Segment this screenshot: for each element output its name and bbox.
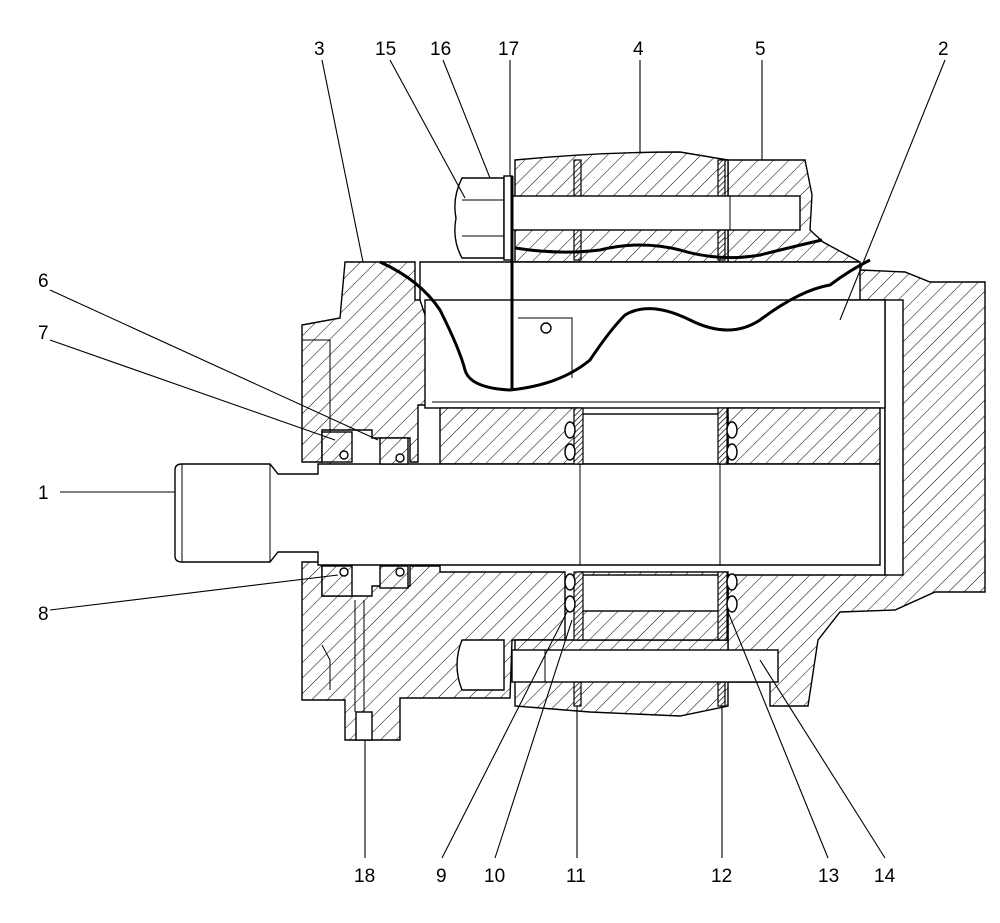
callout-5: 5 xyxy=(755,39,766,60)
bolt-nuts xyxy=(454,175,513,691)
callout-13: 13 xyxy=(818,866,839,887)
callout-8: 8 xyxy=(38,604,49,625)
o-rings xyxy=(564,421,738,613)
callout-10: 10 xyxy=(484,866,505,887)
callout-6: 6 xyxy=(38,271,49,292)
drain-plug xyxy=(355,711,373,741)
callout-labels: 1 2 3 4 5 6 7 8 15 16 17 18 9 10 11 12 1… xyxy=(38,39,949,887)
callout-7: 7 xyxy=(38,323,49,344)
callout-9: 9 xyxy=(436,866,447,887)
drive-shaft xyxy=(174,463,881,566)
front-cover xyxy=(301,261,566,741)
callout-12: 12 xyxy=(711,866,732,887)
callout-14: 14 xyxy=(874,866,896,887)
gear-bearing-blocks xyxy=(439,407,881,641)
callout-1: 1 xyxy=(38,483,49,504)
callout-17: 17 xyxy=(498,39,519,60)
callout-16: 16 xyxy=(430,39,451,60)
shaft-seals xyxy=(321,431,409,597)
section-break-line xyxy=(379,258,871,392)
callout-2: 2 xyxy=(938,39,949,60)
through-bolts xyxy=(511,195,801,683)
callout-15: 15 xyxy=(375,39,396,60)
callout-4: 4 xyxy=(633,39,644,60)
callout-3: 3 xyxy=(314,39,325,60)
rear-cover xyxy=(727,159,986,707)
leader-lines xyxy=(49,59,946,859)
callout-11: 11 xyxy=(566,866,586,887)
callout-18: 18 xyxy=(354,866,375,887)
